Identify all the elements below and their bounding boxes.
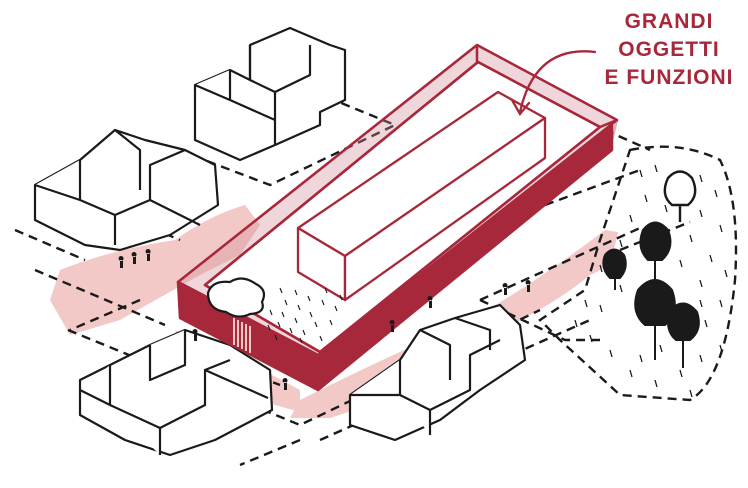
large-object	[296, 90, 547, 302]
building-left	[33, 128, 220, 252]
annotation-label: GRANDI OGGETTI E FUNZIONI	[596, 8, 742, 92]
court-texture	[267, 287, 343, 344]
building-bottom-left	[78, 328, 274, 457]
building-top	[193, 26, 347, 162]
annotation-line-2: E FUNZIONI	[604, 66, 734, 89]
tree-blob-icon	[602, 221, 700, 368]
pedestrian-icon	[118, 249, 531, 390]
cloud-object	[206, 277, 266, 318]
block-end-cap	[475, 45, 618, 129]
arrow-icon	[510, 50, 597, 117]
tree-icon	[663, 170, 697, 222]
annotation-line-1: GRANDI OGGETTI	[618, 10, 720, 61]
building-bottom-right	[348, 303, 527, 442]
park-grass	[574, 164, 728, 398]
entrance-stripes	[233, 318, 251, 353]
park-outline	[538, 145, 738, 402]
